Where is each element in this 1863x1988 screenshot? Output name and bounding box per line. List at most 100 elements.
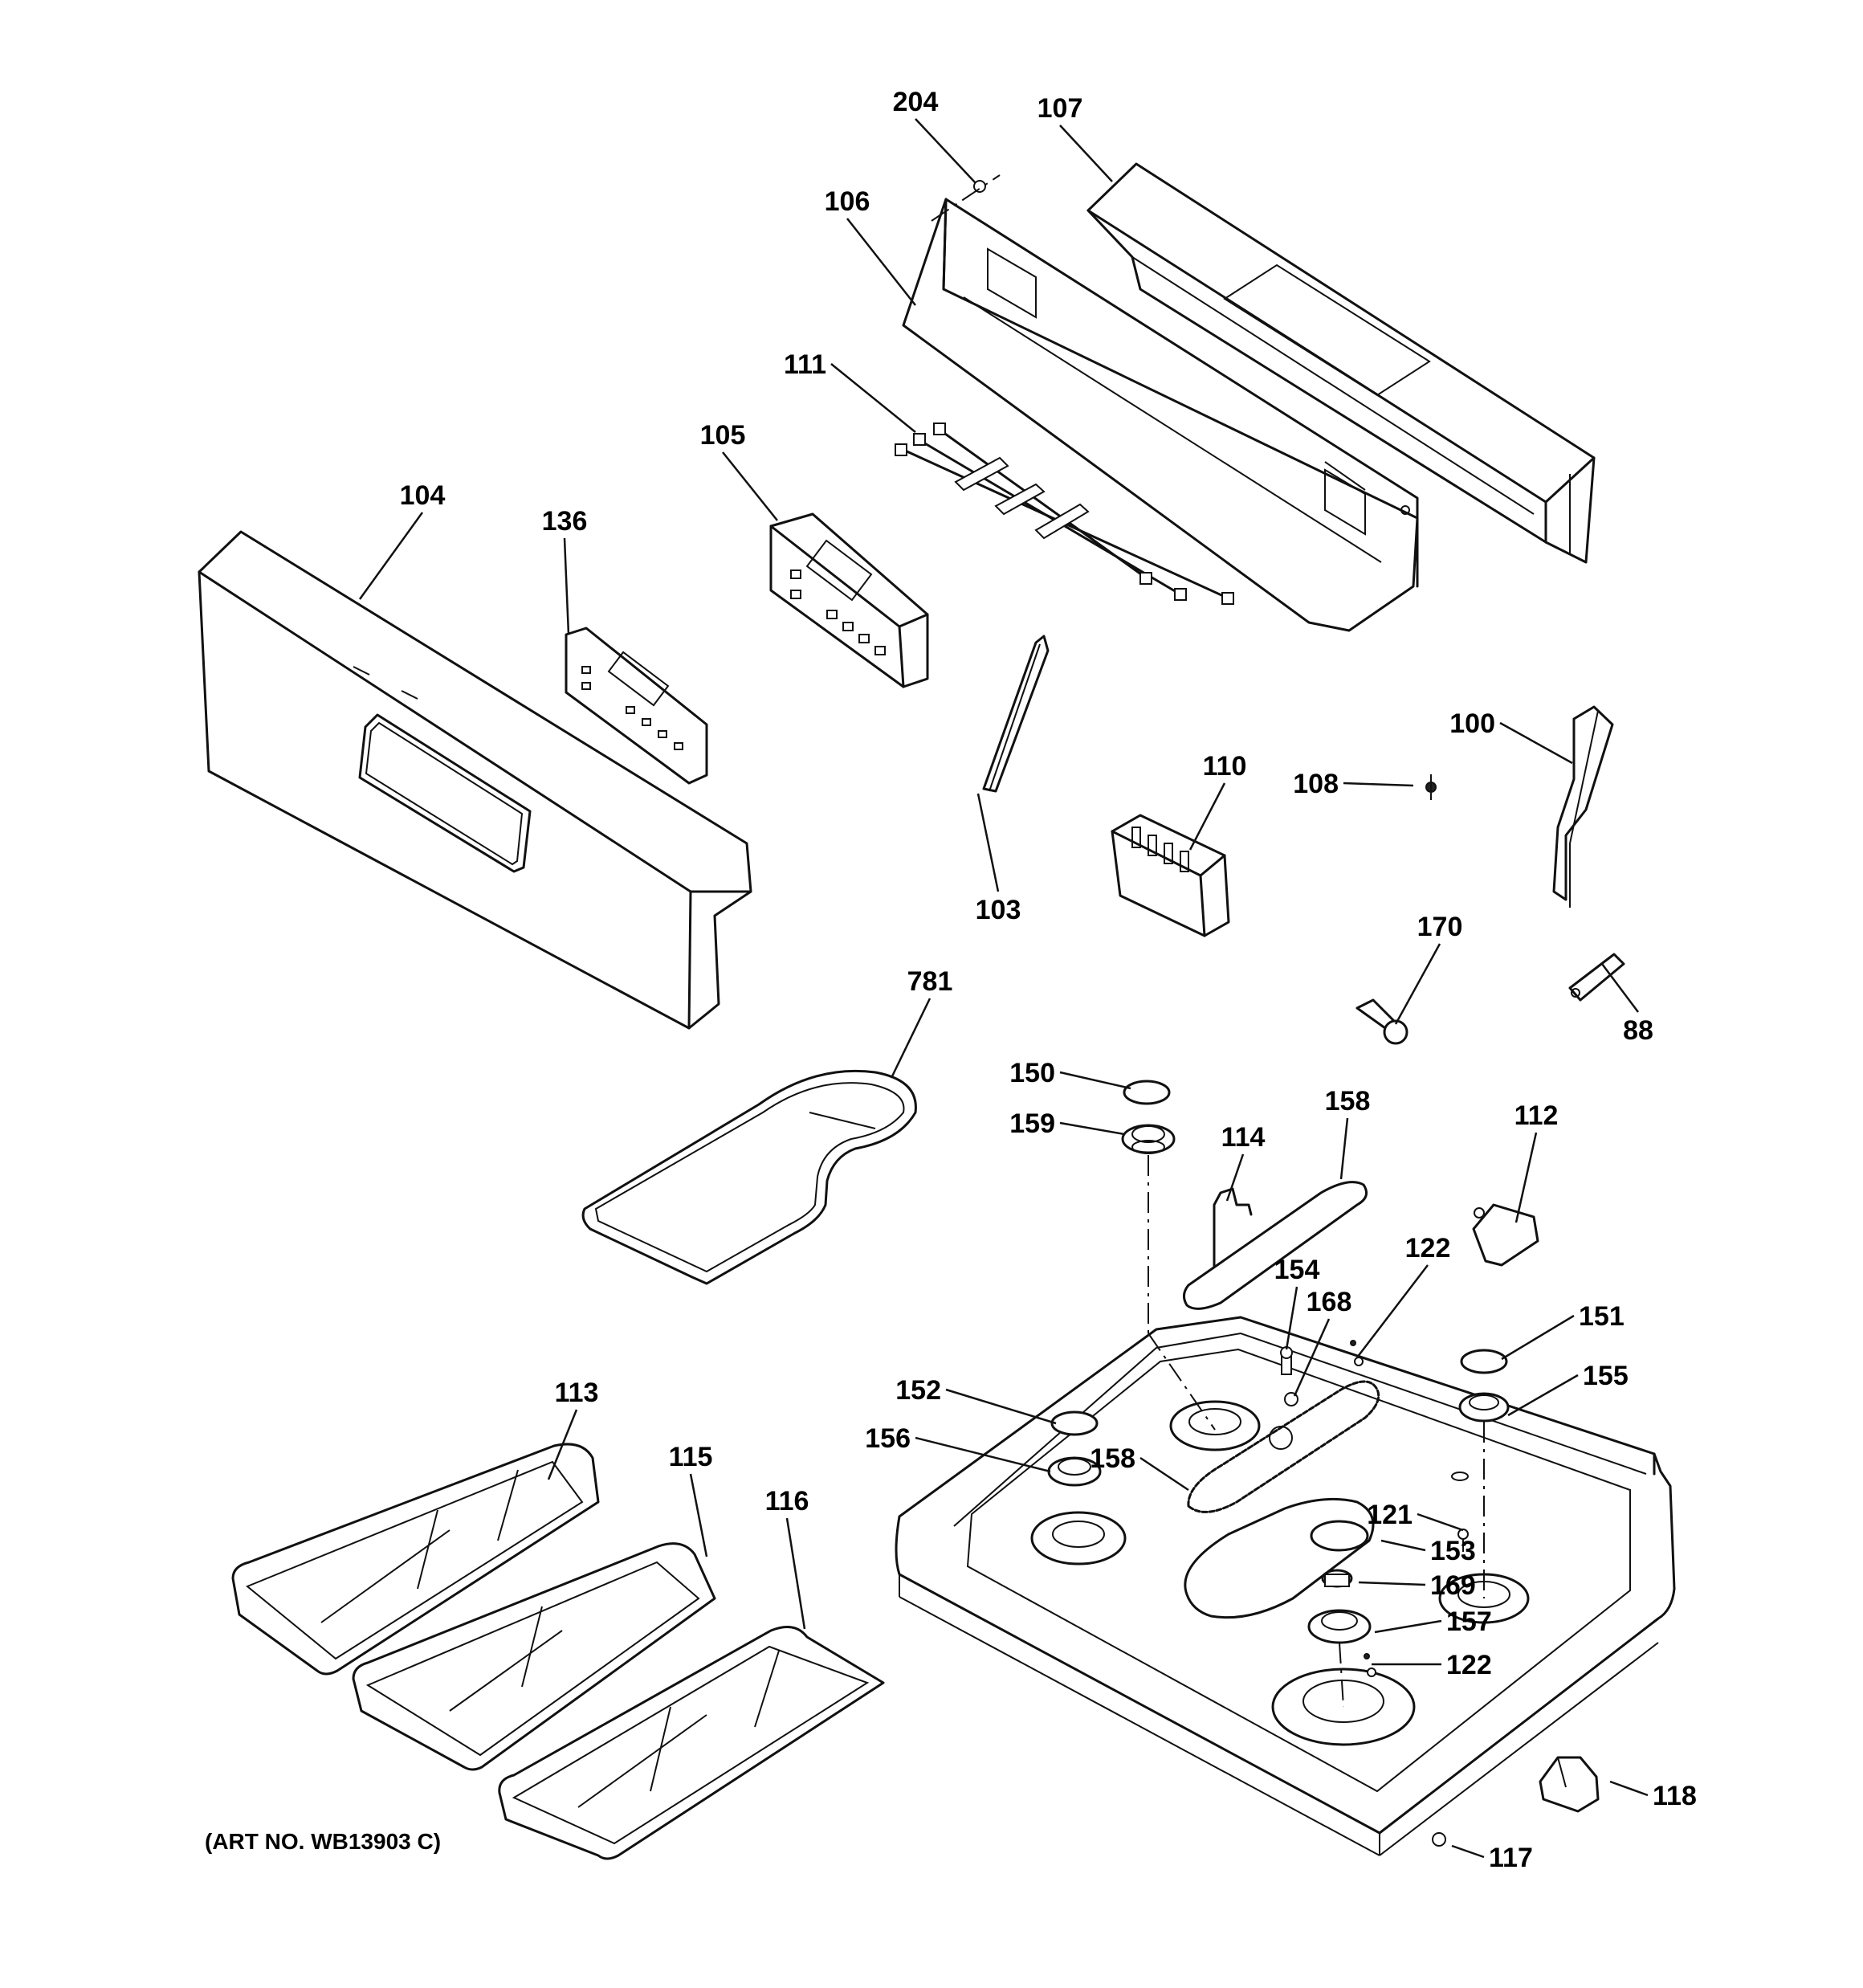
leader-line [890, 998, 932, 1079]
callout-c103: 103 [976, 793, 1021, 925]
leader-line [1225, 1153, 1245, 1202]
callout-c168: 168 [1293, 1287, 1351, 1397]
leader-line [563, 537, 570, 635]
leader-line [976, 793, 1000, 892]
leader-line [1501, 1314, 1575, 1361]
part-170-screw [1355, 998, 1408, 1045]
callout-label: 781 [907, 966, 953, 997]
part-105-control-board [769, 512, 929, 688]
leader-line [1394, 943, 1441, 1025]
part-118-foot [1539, 1756, 1600, 1813]
callout-label: 114 [1221, 1122, 1266, 1153]
part-116-grate [498, 1626, 885, 1860]
callout-label: 110 [1203, 751, 1247, 782]
callout-c159: 159 [1009, 1108, 1125, 1139]
leader-line [547, 1409, 578, 1480]
callout-c115: 115 [669, 1442, 713, 1557]
callout-label: 158 [1325, 1086, 1371, 1116]
leader-line [1380, 1539, 1426, 1552]
callout-c106: 106 [825, 186, 916, 306]
callout-c158b: 158 [1090, 1443, 1189, 1492]
callout-label: 169 [1430, 1570, 1476, 1601]
callout-label: 100 [1449, 708, 1495, 739]
callout-c110: 110 [1188, 751, 1247, 851]
part-151-cap [1460, 1349, 1508, 1374]
callout-label: 152 [895, 1375, 941, 1406]
part-150-cap [1123, 1080, 1171, 1105]
callout-label: 153 [1430, 1536, 1476, 1566]
part-158-cover-top [1183, 1181, 1368, 1310]
alignment-lines [1148, 1155, 1485, 1708]
leader-line [1059, 125, 1113, 182]
part-cooktop [895, 1316, 1676, 1856]
callout-c100: 100 [1449, 708, 1573, 765]
part-115-grate [352, 1542, 716, 1771]
callout-c157: 157 [1374, 1606, 1492, 1637]
part-114-bracket [1213, 1187, 1253, 1277]
callout-label: 159 [1009, 1108, 1055, 1139]
leader-line [1356, 1264, 1429, 1358]
leader-line [945, 1388, 1057, 1425]
callout-c122b: 122 [1372, 1650, 1492, 1680]
leader-line [1609, 1780, 1649, 1797]
part-169-insert [1321, 1569, 1353, 1588]
leader-line [846, 218, 916, 306]
leader-line [1339, 1117, 1349, 1180]
art-number: (ART NO. WB13903 C) [205, 1829, 441, 1854]
callout-label: 157 [1446, 1606, 1492, 1637]
leader-line [830, 363, 916, 433]
part-157-burner-head [1307, 1609, 1372, 1644]
callout-c136: 136 [542, 506, 587, 635]
callout-label: 104 [400, 480, 446, 511]
callout-c108: 108 [1293, 769, 1414, 799]
part-100-end-cap [1552, 705, 1614, 908]
callout-label: 115 [669, 1442, 713, 1472]
callout-c154: 154 [1274, 1255, 1319, 1350]
callout-c153: 153 [1380, 1536, 1476, 1566]
leader-line [785, 1517, 806, 1630]
callout-label: 122 [1405, 1233, 1451, 1263]
callout-c107: 107 [1037, 93, 1113, 182]
callout-c781: 781 [890, 966, 953, 1079]
part-204-screw [931, 174, 1001, 222]
part-88-clip [1568, 953, 1625, 1002]
leader-line [1139, 1456, 1189, 1492]
callout-c116: 116 [765, 1486, 809, 1630]
part-117-nut [1432, 1832, 1446, 1847]
callout-label: 204 [893, 87, 939, 117]
leader-line [1293, 1318, 1331, 1397]
part-113-grate [231, 1443, 600, 1676]
callout-c114: 114 [1221, 1122, 1266, 1202]
leader-line [689, 1473, 708, 1557]
callout-c151: 151 [1501, 1301, 1625, 1361]
callout-label: 116 [765, 1486, 809, 1517]
callout-label: 88 [1623, 1015, 1653, 1046]
callout-c112: 112 [1514, 1100, 1558, 1223]
part-112-valve [1472, 1203, 1539, 1267]
callout-c156: 156 [865, 1423, 1051, 1473]
part-156-burner-head [1047, 1456, 1102, 1487]
leader-line [915, 118, 976, 184]
part-111-harness [895, 423, 1234, 605]
leader-line [1451, 1844, 1485, 1859]
callout-label: 170 [1417, 912, 1463, 942]
callout-label: 150 [1009, 1058, 1055, 1088]
leader-line [1374, 1619, 1442, 1634]
part-122-screws-b [1364, 1653, 1376, 1677]
callout-label: 158 [1090, 1443, 1135, 1474]
leader-line [1285, 1286, 1298, 1350]
part-110-component [1111, 814, 1230, 937]
callout-c150: 150 [1009, 1058, 1131, 1090]
leader-line [1514, 1132, 1538, 1223]
part-106-manifold-panel [902, 198, 1419, 632]
callout-label: 151 [1579, 1301, 1625, 1332]
callout-label: 103 [976, 895, 1021, 925]
leader-line [1343, 782, 1414, 787]
callout-label: 113 [555, 1378, 599, 1408]
callout-c169: 169 [1358, 1570, 1476, 1601]
callout-c118: 118 [1609, 1780, 1697, 1811]
callout-label: 118 [1653, 1781, 1697, 1811]
part-154-electrode [1280, 1346, 1293, 1375]
callout-label: 107 [1037, 93, 1083, 124]
